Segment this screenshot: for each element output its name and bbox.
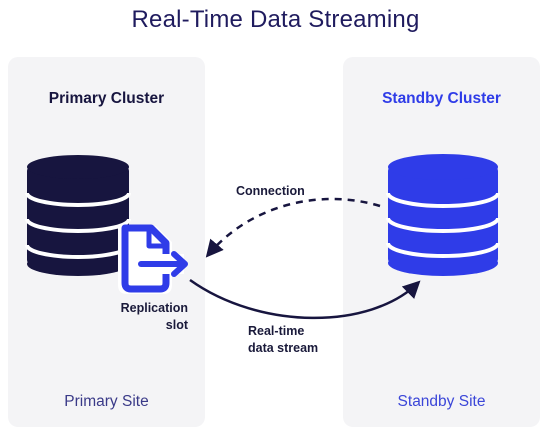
data-stream-label-line2: data stream <box>248 341 319 355</box>
primary-site-label: Primary Site <box>64 393 149 410</box>
connection-label: Connection <box>236 184 305 198</box>
replication-slot-label: Replication slot <box>116 300 188 334</box>
primary-cluster-label: Primary Cluster <box>48 90 165 107</box>
standby-database-icon <box>386 154 500 276</box>
replication-label-line2: slot <box>165 318 188 332</box>
primary-database-icon <box>25 155 131 276</box>
data-stream-arrow <box>189 278 421 320</box>
data-stream-label-line1: Real-time <box>248 324 305 338</box>
connection-arrow <box>205 197 381 258</box>
replication-label-line1: Replication <box>120 301 188 315</box>
data-stream-label: Real-time data stream <box>248 323 318 357</box>
standby-site-label: Standby Site <box>397 393 486 410</box>
replication-slot-icon <box>118 224 188 294</box>
standby-site-panel: Standby Cluster Standby Site <box>343 57 540 427</box>
diagram-title: Real-Time Data Streaming <box>131 6 420 33</box>
standby-cluster-label: Standby Cluster <box>382 90 501 107</box>
